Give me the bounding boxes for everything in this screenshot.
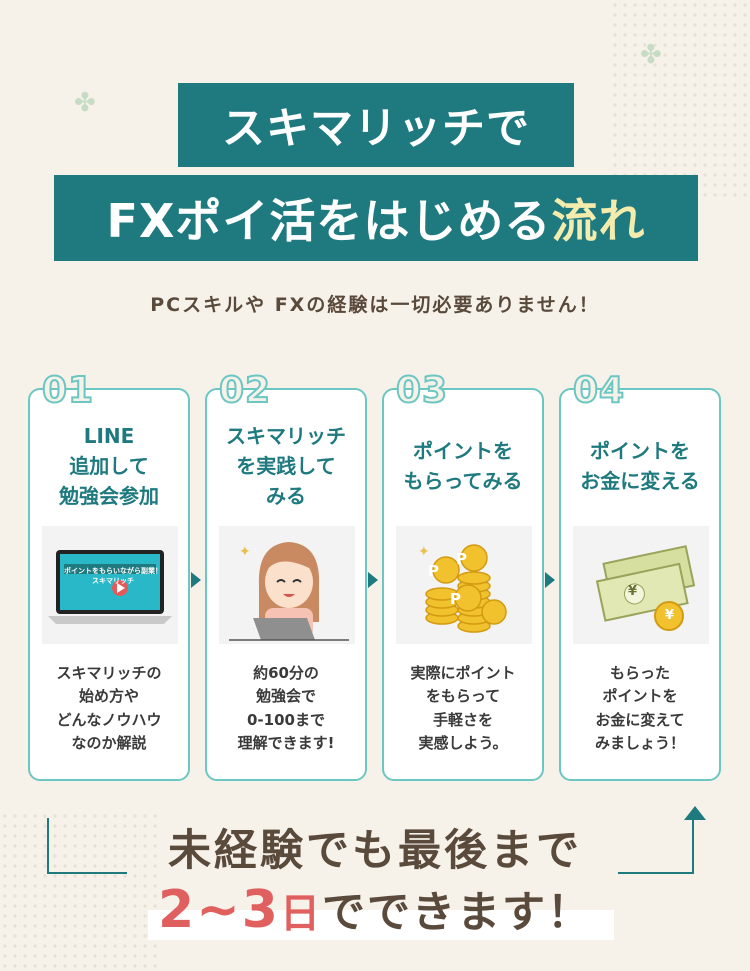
title-line-2-highlight: 流れ [551,194,646,248]
bill-yen-label: ¥ [628,584,638,599]
step-description: 実際にポイント をもらって 手軽さを 実感しよう。 [410,664,516,752]
dot-pattern-bottom-left [0,811,160,971]
money-illustration [573,526,709,644]
step-card-1: 01 LINE 追加して 勉強会参加 ポイントをもらいながら副業！ スキマリッチ… [28,369,190,781]
bracket-left [47,818,127,874]
coin-yen-label: ¥ [665,608,675,623]
step-card-2: 02 スキマリッチ を実践して みる ✦ 約60分の 勉強会で 0-100まで … [205,369,367,781]
point-coins-illustration: ✦ [396,526,532,644]
bottom-message-rest: でできます！ [321,888,592,938]
step-card-4: 04 ポイントを お金に変える ¥ ¥ もらった ポイントを お金に変えて みま… [559,369,721,781]
title-line-2-main: FXポイ活をはじめる [106,194,552,248]
laptop-screen-text: ポイントをもらいながら副業！ スキマリッチ [64,567,162,585]
up-arrow-icon [684,806,706,820]
sparkle-icon: ✤ [640,40,662,70]
svg-text:✦: ✦ [239,544,251,560]
days-number: 2~3 [158,880,280,940]
title-line-2: FXポイ活をはじめる流れ [54,175,698,261]
coin-label: P [450,590,461,608]
coin-label: P [428,562,439,580]
step-number: 01 [41,369,95,412]
subtitle: PCスキルや FXの経験は一切必要ありません！ [150,294,600,316]
title-line-1: スキマリッチで [178,83,574,167]
sparkle-icon: ✤ [74,88,96,118]
step-number: 02 [218,369,272,412]
dot-pattern-top-right [610,0,750,200]
bottom-message-line-1: 未経験でも最後まで [168,826,582,876]
step-heading: ポイントを もらってみる [403,439,523,493]
step-heading: ポイントを お金に変える [580,439,700,493]
arrow-right-icon [545,572,555,588]
step-heading: LINE 追加して 勉強会参加 [59,424,159,508]
step-description: スキマリッチの 始め方や どんなノウハウ なのか解説 [56,664,162,752]
step-description: もらった ポイントを お金に変えて みましょう！ [594,664,685,752]
step-number: 04 [572,369,626,412]
step-description: 約60分の 勉強会で 0-100まで 理解できます! [237,664,335,752]
woman-laptop-illustration: ✦ [219,526,355,644]
laptop-illustration [42,526,178,644]
bottom-highlight-bar [148,910,614,940]
bottom-message-line-2: 2~3日でできます！ [0,878,750,940]
arrow-right-icon [191,572,201,588]
arrow-right-icon [368,572,378,588]
coin-label: P [456,550,467,568]
step-heading: スキマリッチ を実践して みる [226,424,346,508]
step-card-3: 03 ポイントを もらってみる ✦ P P P 実際にポイント をもらって 手軽… [382,369,544,781]
svg-text:✦: ✦ [418,544,430,560]
step-number: 03 [395,369,449,412]
days-unit: 日 [279,891,322,937]
bracket-right [618,818,694,874]
